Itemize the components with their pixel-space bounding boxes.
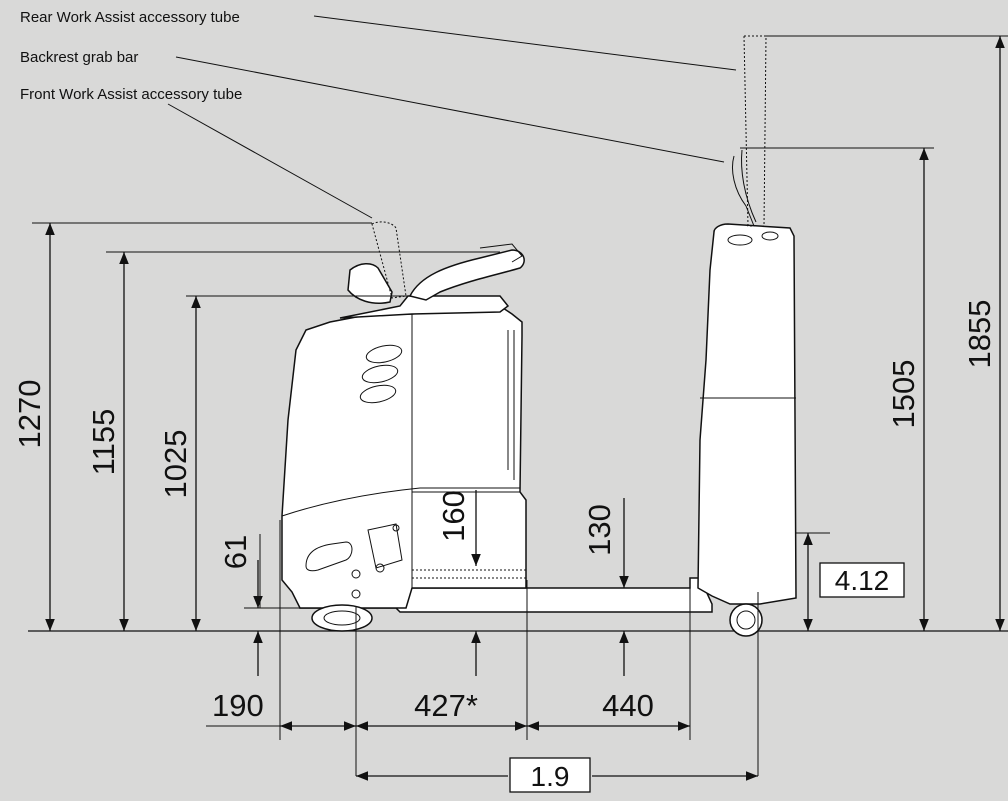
callout-rear-tube: Rear Work Assist accessory tube: [20, 9, 240, 26]
callout-grab-bar: Backrest grab bar: [20, 49, 138, 66]
dim-label-4-12: 4.12: [835, 565, 890, 596]
dim-label-440: 440: [602, 688, 654, 723]
dim-label-1-9: 1.9: [531, 761, 570, 792]
dim-label-1270: 1270: [12, 380, 47, 449]
dim-label-130: 130: [582, 504, 617, 556]
dim-label-1025: 1025: [158, 430, 193, 499]
dim-label-1505: 1505: [886, 360, 921, 429]
dim-label-160: 160: [436, 490, 471, 542]
dim-label-427: 427*: [414, 688, 478, 723]
truck-body: [281, 221, 713, 632]
dim-box-1-9: [509, 757, 591, 793]
rear-tower: [697, 35, 797, 637]
dim-label-1855: 1855: [962, 300, 997, 369]
dim-label-1155: 1155: [86, 409, 121, 476]
callout-front-tube: Front Work Assist accessory tube: [20, 86, 242, 103]
dim-box-4-12: [819, 562, 905, 598]
dim-label-190: 190: [212, 688, 264, 723]
dim-label-61: 61: [218, 535, 253, 569]
